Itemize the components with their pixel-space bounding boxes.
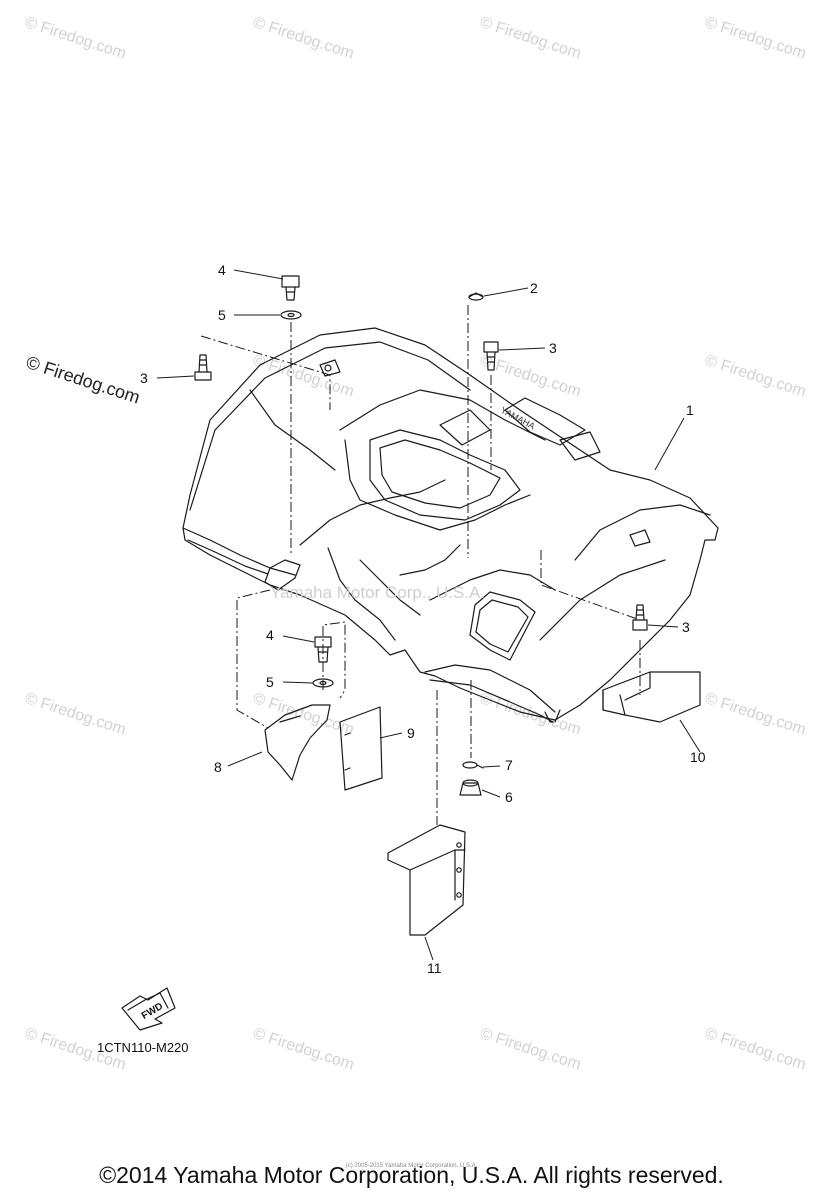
callout-2: 2 <box>530 280 538 296</box>
fwd-arrow-icon <box>121 987 176 1031</box>
callout-3-left: 3 <box>140 370 148 386</box>
callout-5-lower: 5 <box>266 674 274 690</box>
part-9-plate <box>339 706 383 791</box>
callout-9: 9 <box>407 725 415 741</box>
manufacturer-watermark: Yamaha Motor Corp., U.S.A. <box>270 583 486 602</box>
part-8-flap <box>264 704 331 781</box>
tiny-copyright: (c) 2005-2015 Yamaha Motor Corporation, … <box>345 1163 478 1169</box>
bolt-3-left <box>194 354 212 381</box>
callout-10: 10 <box>690 749 706 765</box>
bolt-3-right <box>632 604 648 631</box>
part-7-clip <box>462 761 484 769</box>
callout-5-top: 5 <box>218 307 226 323</box>
callout-11: 11 <box>427 960 442 976</box>
callout-3-right: 3 <box>682 619 690 635</box>
callout-8: 8 <box>214 759 222 775</box>
callout-3-center: 3 <box>549 340 557 356</box>
rear-fender: YAMAHA <box>182 327 719 723</box>
callout-4-lower: 4 <box>266 627 274 643</box>
callout-4-top: 4 <box>218 262 226 278</box>
part-2-cap <box>468 292 484 301</box>
washer-5-top <box>280 310 302 320</box>
part-6-grommet <box>459 779 482 796</box>
copyright-notice: ©2014 Yamaha Motor Corporation, U.S.A. A… <box>99 1162 724 1188</box>
bolt-3-center <box>483 341 499 371</box>
callout-7: 7 <box>505 757 513 773</box>
callout-1: 1 <box>686 402 694 418</box>
callout-6: 6 <box>505 789 513 805</box>
part-11-panel <box>387 824 466 936</box>
drawing-code: 1CTN110-M220 <box>97 1040 189 1055</box>
part-10-cover <box>602 671 701 723</box>
bolt-4-top <box>281 275 300 301</box>
